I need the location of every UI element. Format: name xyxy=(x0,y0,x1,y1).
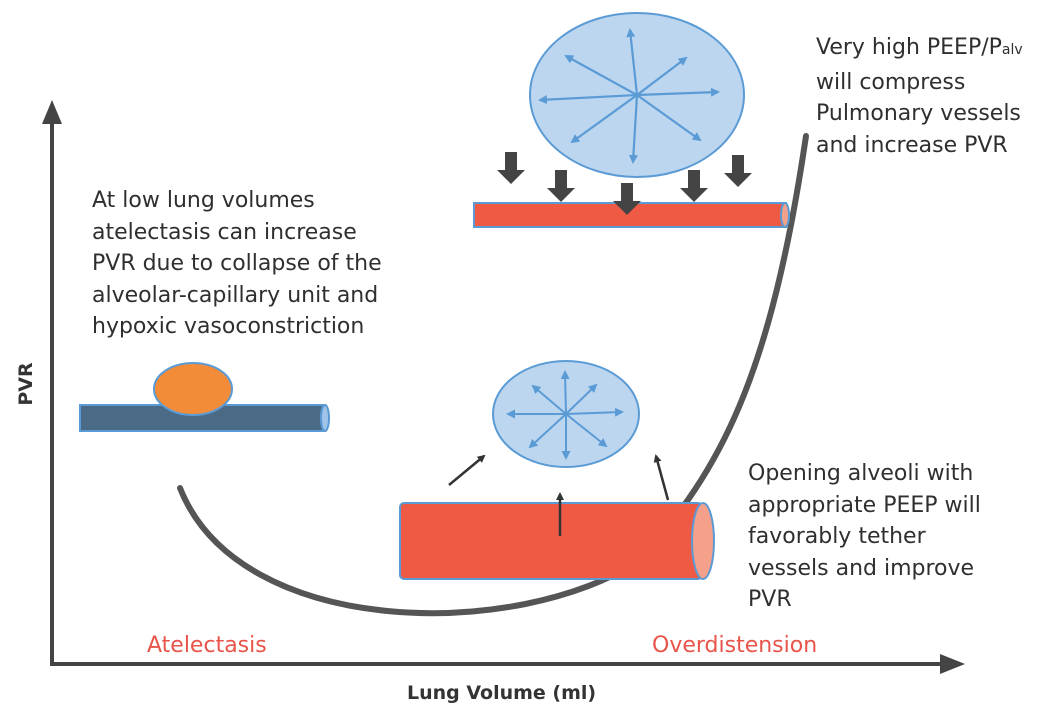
down-arrow-icon xyxy=(497,152,525,184)
outward-arrow-icon xyxy=(565,383,598,415)
outward-arrow-icon xyxy=(531,384,567,415)
annotation-text: Very high PEEP/P xyxy=(816,35,1002,60)
optimal-peep-annotation: Opening alveoli with appropriate PEEP wi… xyxy=(748,458,981,616)
region-label-overdistension: Overdistension xyxy=(652,633,818,658)
large-alveolus-arrows xyxy=(538,28,720,164)
outward-arrow-icon xyxy=(636,94,702,142)
overdistended-alveolus xyxy=(473,12,790,228)
outward-arrow-icon xyxy=(626,28,639,96)
low-volume-annotation: At low lung volumes atelectasis can incr… xyxy=(92,185,382,343)
annotation-line: atelectasis can increase xyxy=(92,219,357,245)
vessel-end-left xyxy=(320,404,330,432)
dilated-vessel xyxy=(399,502,703,580)
outward-arrow-icon xyxy=(636,87,720,97)
annotation-line: PVR xyxy=(748,587,792,612)
annotation-line: will compress xyxy=(816,69,966,95)
pressure-arrows xyxy=(497,152,752,215)
tether-arrow-icon xyxy=(448,454,486,486)
subscript-alv: alv xyxy=(1001,42,1023,58)
annotation-line: favorably tether xyxy=(748,524,926,549)
down-arrow-icon xyxy=(547,170,575,202)
medium-alveolus-arrows xyxy=(506,370,624,460)
annotation-line: Very high PEEP/Palv xyxy=(816,32,1023,67)
dilated-vessel-end xyxy=(691,502,715,580)
outward-arrow-icon xyxy=(538,93,638,105)
region-label-atelectasis: Atelectasis xyxy=(147,633,267,658)
axes xyxy=(42,100,965,674)
tether-arrow-icon xyxy=(653,454,670,501)
tether-arrows xyxy=(448,454,670,536)
compressed-vessel-end xyxy=(780,202,790,228)
down-arrow-icon xyxy=(680,170,708,202)
y-axis-label: PVR xyxy=(15,362,37,406)
outward-arrow-icon xyxy=(560,370,570,415)
outward-arrow-icon xyxy=(570,94,638,144)
outward-arrow-icon xyxy=(565,413,608,448)
down-arrow-icon xyxy=(724,155,752,187)
optimal-alveolus-group xyxy=(399,360,715,580)
annotation-line: PVR due to collapse of the xyxy=(92,251,382,276)
outward-arrow-icon xyxy=(564,55,638,96)
outward-arrow-icon xyxy=(565,407,624,417)
collapsed-alveolus xyxy=(153,362,233,416)
annotation-line: appropriate PEEP will xyxy=(748,492,981,518)
annotation-line: Opening alveoli with xyxy=(748,461,974,486)
annotation-line: hypoxic vasoconstriction xyxy=(92,314,365,339)
outward-arrow-icon xyxy=(528,413,567,449)
high-peep-annotation: Very high PEEP/Palv will compress Pulmon… xyxy=(816,32,1023,161)
annotation-line: At low lung volumes xyxy=(92,188,315,213)
collapsed-alveolus-group xyxy=(79,362,330,432)
outward-arrow-icon xyxy=(628,94,639,164)
annotation-line: alveolar-capillary unit and xyxy=(92,282,379,308)
down-arrow-icon xyxy=(613,183,641,215)
x-axis-arrowhead xyxy=(940,654,965,674)
annotation-line: Pulmonary vessels xyxy=(816,101,1021,126)
x-axis-label: Lung Volume (ml) xyxy=(407,682,597,704)
outward-arrow-icon xyxy=(636,56,688,96)
y-axis-arrowhead xyxy=(42,100,62,124)
annotation-line: vessels and improve xyxy=(748,555,975,581)
annotation-line: and increase PVR xyxy=(816,132,1008,158)
